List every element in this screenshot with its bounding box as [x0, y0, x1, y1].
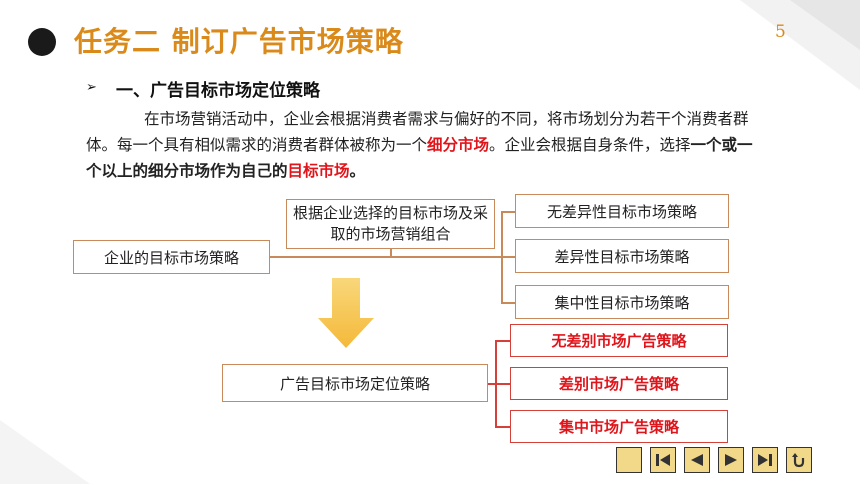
- connector-main: [270, 256, 501, 258]
- title-bullet-dot: [28, 28, 56, 56]
- strategy-box-differentiated: 差异性目标市场策略: [515, 239, 729, 273]
- para-text-end: 。: [349, 162, 366, 180]
- para-highlight-segment-market: 细分市场: [427, 136, 490, 154]
- page-number: 5: [775, 22, 786, 42]
- ad-connector-main: [488, 383, 496, 385]
- return-icon: [792, 453, 805, 468]
- ad-strategy-box-undifferentiated: 无差别市场广告策略: [510, 324, 728, 357]
- ad-connector-branch-3: [495, 426, 510, 428]
- connector-note: [390, 249, 392, 257]
- page-title: 任务二 制订广告市场策略: [74, 25, 404, 58]
- connector-branch-1: [501, 211, 515, 213]
- connector-branch-2: [501, 256, 515, 258]
- arrow-bullet-icon: ➢: [86, 80, 97, 95]
- enterprise-strategy-box: 企业的目标市场策略: [73, 240, 270, 274]
- section-title: 一、广告目标市场定位策略: [116, 81, 320, 101]
- ad-positioning-strategy-box: 广告目标市场定位策略: [222, 364, 488, 402]
- home-button[interactable]: [616, 447, 642, 473]
- ad-connector-branch-2: [495, 383, 510, 385]
- para-bold-text: 一个或一个以上的细分市场作为自己的: [86, 136, 753, 180]
- para-text-1: 在市场营销活动中，企业会根据消费者需求与偏好的不同，将市场划分为若干个消费者群体…: [86, 110, 749, 154]
- ad-connector-branch-1: [495, 340, 510, 342]
- strategy-box-concentrated: 集中性目标市场策略: [515, 285, 729, 319]
- last-button[interactable]: [752, 447, 778, 473]
- intro-paragraph: 在市场营销活动中，企业会根据消费者需求与偏好的不同，将市场划分为若干个消费者群体…: [86, 106, 756, 184]
- skip-last-icon: [758, 454, 772, 466]
- down-arrow-icon: [318, 278, 374, 348]
- prev-button[interactable]: [684, 447, 710, 473]
- connector-branch-3: [501, 302, 515, 304]
- prev-icon: [691, 454, 703, 466]
- ad-strategy-box-differentiated: 差别市场广告策略: [510, 367, 728, 400]
- ad-strategy-box-concentrated: 集中市场广告策略: [510, 410, 728, 443]
- para-highlight-target-market: 目标市场: [287, 162, 350, 180]
- return-button[interactable]: [786, 447, 812, 473]
- note-box: 根据企业选择的目标市场及采取的市场营销组合: [286, 199, 495, 249]
- strategy-box-undifferentiated: 无差异性目标市场策略: [515, 194, 729, 228]
- next-button[interactable]: [718, 447, 744, 473]
- skip-first-icon: [656, 454, 670, 466]
- next-icon: [725, 454, 737, 466]
- first-button[interactable]: [650, 447, 676, 473]
- para-text-2: 。企业会根据自身条件，选择: [489, 136, 691, 154]
